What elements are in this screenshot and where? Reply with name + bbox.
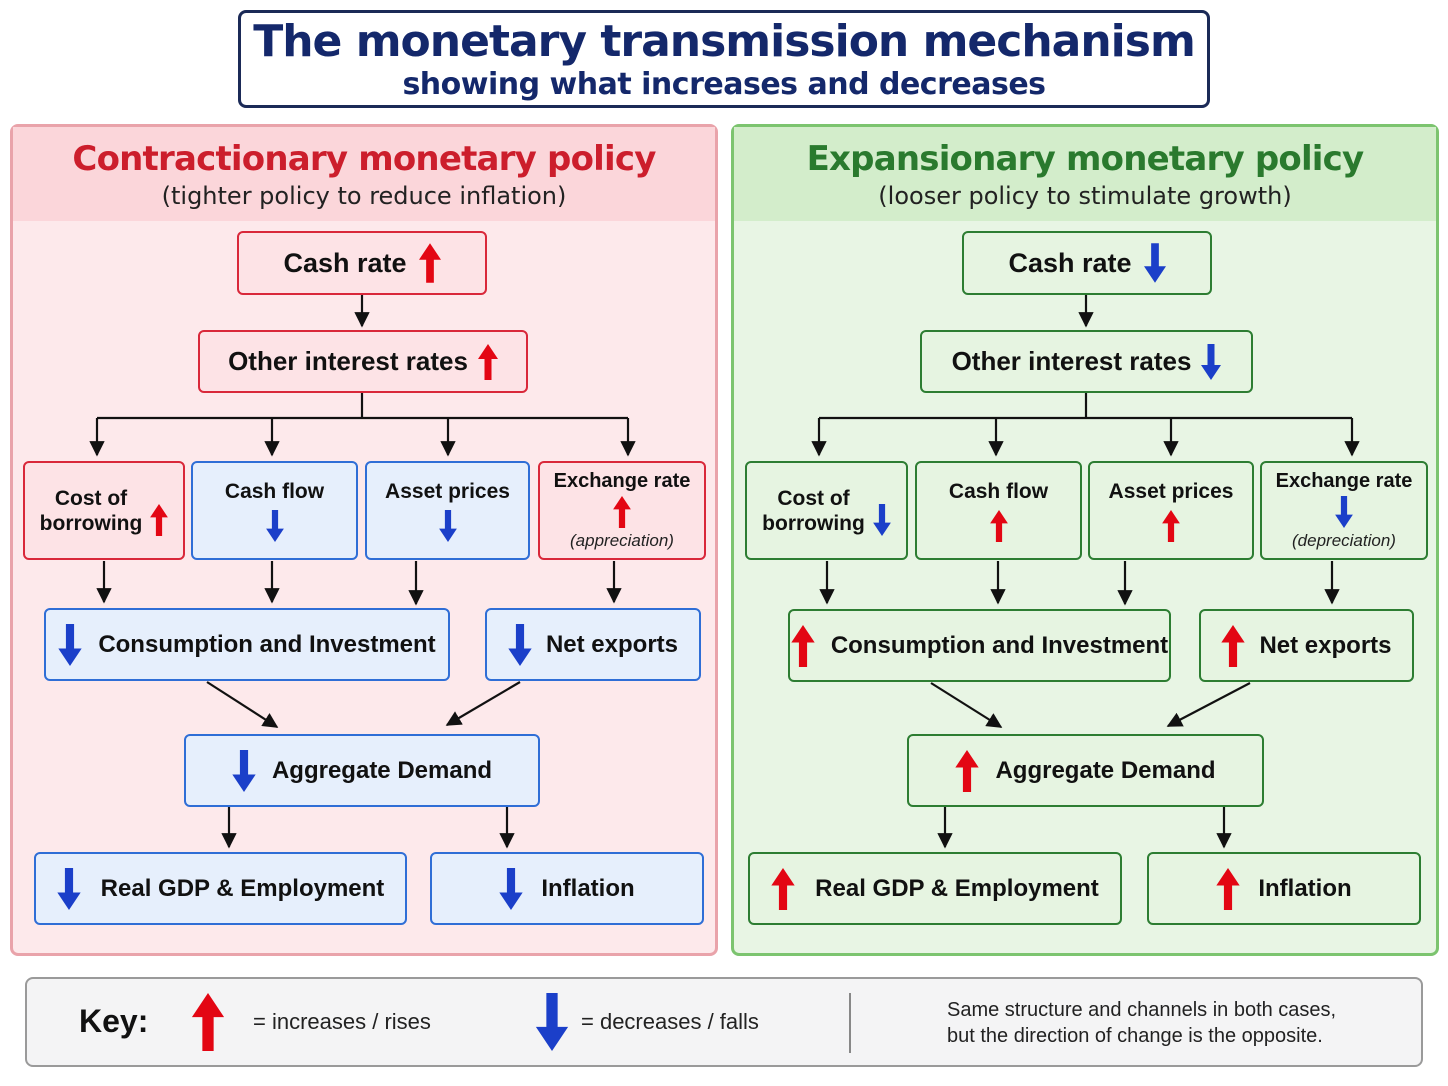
contractionary-consumption-box: Consumption and Investment [44, 608, 450, 681]
expansionary-asset-prices-box: Asset prices [1088, 461, 1254, 560]
down-arrow-icon [1144, 243, 1166, 283]
contractionary-net-exports-box: Net exports [485, 608, 701, 681]
contractionary-cash-flow-box: Cash flow [191, 461, 358, 560]
key-legend: Key: = increases / rises = decreases / f… [25, 977, 1423, 1067]
expansionary-exchange-rate-box: Exchange rate (depreciation) [1260, 461, 1428, 560]
up-arrow-icon [419, 243, 441, 283]
contractionary-subtitle: (tighter policy to reduce inflation) [161, 182, 567, 210]
up-arrow-icon [955, 750, 979, 792]
expansionary-inflation-box: Inflation [1147, 852, 1421, 925]
consumption-investment-label: Consumption and Investment [830, 631, 1169, 659]
page-title: The monetary transmission mechanism [253, 16, 1196, 67]
down-arrow-icon [508, 624, 532, 666]
cost-of-label: Cost of [777, 486, 850, 510]
down-arrow-icon [873, 504, 891, 536]
appreciation-note: (appreciation) [570, 530, 674, 550]
down-arrow-icon [499, 868, 523, 910]
other-interest-rates-label: Other interest rates [228, 346, 468, 376]
up-arrow-icon [771, 868, 795, 910]
cost-of-label: Cost of [54, 486, 128, 510]
up-arrow-icon [990, 510, 1008, 542]
page-subtitle: showing what increases and decreases [402, 67, 1046, 102]
down-arrow-icon [57, 868, 81, 910]
expansionary-other-rates-box: Other interest rates [920, 330, 1253, 393]
consumption-investment-label: Consumption and Investment [98, 630, 436, 658]
borrowing-label: borrowing [39, 511, 143, 535]
cash-flow-label: Cash flow [224, 480, 325, 503]
key-up-text: = increases / rises [253, 1009, 431, 1034]
down-arrow-icon [266, 510, 284, 542]
inflation-label: Inflation [541, 874, 635, 902]
down-arrow-icon [439, 510, 457, 542]
up-arrow-icon [1221, 625, 1245, 667]
up-arrow-icon [1162, 510, 1180, 542]
connector-arrow [206, 681, 279, 728]
expansionary-cash-rate-box: Cash rate [962, 231, 1212, 295]
expansionary-gdp-box: Real GDP & Employment [748, 852, 1122, 925]
inflation-label: Inflation [1258, 874, 1352, 902]
key-label: Key: [79, 1003, 149, 1039]
connector-arrow [1166, 682, 1251, 727]
contractionary-asset-prices-box: Asset prices [365, 461, 530, 560]
expansionary-aggregate-demand-box: Aggregate Demand [907, 734, 1264, 807]
contractionary-title: Contractionary monetary policy [72, 139, 656, 179]
contractionary-exchange-rate-box: Exchange rate (appreciation) [538, 461, 706, 560]
contractionary-inflation-box: Inflation [430, 852, 704, 925]
expansionary-header: Expansionary monetary policy (looser pol… [734, 127, 1436, 221]
key-divider [849, 993, 851, 1053]
expansionary-net-exports-box: Net exports [1199, 609, 1414, 682]
up-arrow-icon [1216, 868, 1240, 910]
down-arrow-icon [58, 624, 82, 666]
up-arrow-icon [613, 496, 631, 528]
down-arrow-icon [232, 750, 256, 792]
contractionary-aggregate-demand-box: Aggregate Demand [184, 734, 540, 807]
connector-arrow [930, 682, 1003, 728]
depreciation-note: (depreciation) [1292, 530, 1396, 550]
connector-arrow [445, 681, 521, 726]
cash-rate-label: Cash rate [1008, 247, 1132, 278]
net-exports-label: Net exports [545, 630, 679, 658]
contractionary-cash-rate-box: Cash rate [237, 231, 487, 295]
expansionary-title: Expansionary monetary policy [806, 139, 1365, 179]
expansionary-subtitle: (looser policy to stimulate growth) [878, 182, 1292, 210]
other-interest-rates-label: Other interest rates [951, 346, 1192, 376]
contractionary-gdp-box: Real GDP & Employment [34, 852, 407, 925]
expansionary-cost-of-borrowing-box: Cost of borrowing [745, 461, 908, 560]
cash-rate-label: Cash rate [283, 247, 407, 278]
contractionary-header: Contractionary monetary policy (tighter … [13, 127, 715, 221]
down-arrow-icon [1335, 496, 1353, 528]
real-gdp-employment-label: Real GDP & Employment [815, 874, 1099, 902]
expansionary-consumption-box: Consumption and Investment [788, 609, 1171, 682]
up-arrow-icon [791, 625, 815, 667]
asset-prices-label: Asset prices [1108, 480, 1234, 503]
contractionary-other-rates-box: Other interest rates [198, 330, 528, 393]
cash-flow-label: Cash flow [948, 480, 1049, 503]
up-arrow-icon [191, 993, 225, 1051]
key-note-line1: Same structure and channels in both case… [947, 999, 1337, 1021]
contractionary-cost-of-borrowing-box: Cost of borrowing [23, 461, 185, 560]
borrowing-label: borrowing [762, 511, 865, 535]
aggregate-demand-label: Aggregate Demand [995, 756, 1216, 784]
real-gdp-employment-label: Real GDP & Employment [100, 874, 385, 902]
title-box: The monetary transmission mechanism show… [238, 10, 1210, 108]
aggregate-demand-label: Aggregate Demand [271, 756, 493, 784]
asset-prices-label: Asset prices [385, 480, 510, 503]
up-arrow-icon [478, 344, 498, 380]
down-arrow-icon [1201, 344, 1221, 380]
expansionary-cash-flow-box: Cash flow [915, 461, 1082, 560]
up-arrow-icon [150, 504, 168, 536]
net-exports-label: Net exports [1259, 631, 1392, 659]
down-arrow-icon [535, 993, 569, 1051]
exchange-rate-label: Exchange rate [553, 469, 691, 492]
key-note: Same structure and channels in both case… [947, 997, 1336, 1049]
key-down-text: = decreases / falls [581, 1009, 759, 1034]
key-note-line2: but the direction of change is the oppos… [947, 1025, 1323, 1047]
exchange-rate-label: Exchange rate [1275, 469, 1413, 492]
